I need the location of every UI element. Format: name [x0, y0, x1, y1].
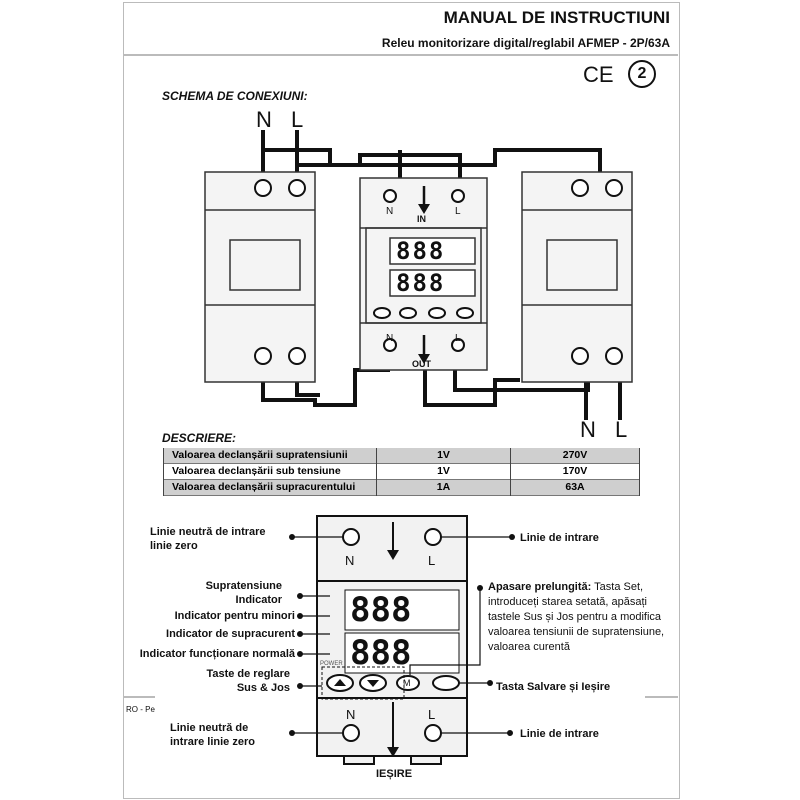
label-output: IEȘIRE [376, 768, 413, 780]
row-label: Valoarea declanșării supracurentului [163, 479, 377, 496]
row-max: 170V [510, 463, 640, 480]
device-n-top: N [345, 553, 355, 568]
row-max: 63A [510, 479, 640, 496]
long-press-text: Tasta Set, introduceți starea setată, ap… [488, 581, 665, 653]
footer-lang: RO - Pe [126, 705, 155, 714]
header-divider [123, 54, 678, 56]
device-l-bottom: L [428, 707, 436, 722]
relay-display-bottom-digits: 888 [396, 269, 446, 297]
label-overvoltage: Supratensiune Indicator [205, 580, 282, 606]
relay-out-label: OUT [412, 359, 431, 369]
label-adjust-keys: Taste de reglare Sus & Jos [206, 668, 290, 694]
bottom-l-label: L [615, 417, 628, 442]
long-press-title: Apasare prelungită: [488, 581, 592, 593]
long-press-note: Apasare prelungită: Tasta Set, introduce… [488, 580, 668, 655]
relay-n-in: N [386, 206, 394, 217]
section-connection-heading: SCHEMA DE CONEXIUNI: [162, 89, 308, 103]
top-l-label: L [291, 107, 304, 132]
ce-mark: CE [583, 62, 614, 87]
relay-display-bottom [389, 269, 476, 297]
relay-display-top-digits: 888 [396, 237, 446, 265]
section-description-heading: DESCRIERE: [162, 431, 237, 445]
relay-in-label: IN [417, 214, 426, 224]
label-out-line: Linie de intrare [520, 728, 599, 740]
relay-l-out: L [455, 333, 461, 344]
device-n-bottom: N [346, 707, 356, 722]
manual-title: MANUAL DE INSTRUCTIUNI [443, 8, 670, 27]
row-label: Valoarea declanșării sub tensiune [163, 463, 377, 480]
bottom-n-label: N [580, 417, 596, 442]
recycle-badge: 2 [628, 60, 656, 88]
right-output-wires [423, 360, 622, 420]
label-in-neutral: Linie neutră de intrare linie zero [150, 526, 266, 552]
m-key[interactable]: M [403, 678, 411, 688]
label-save-exit: Tasta Salvare și Ieșire [496, 681, 611, 693]
relay-l-in: L [455, 206, 461, 217]
power-label: POWER [320, 661, 343, 667]
row-max: 270V [510, 448, 640, 464]
relay-n-out: N [386, 333, 394, 344]
row-min: 1A [376, 479, 511, 496]
label-undervoltage: Indicator pentru minori [174, 610, 295, 622]
row-min: 1V [376, 463, 511, 480]
product-subtitle: Releu monitorizare digital/reglabil AFME… [381, 36, 670, 50]
top-n-label: N [256, 107, 272, 132]
device-l-top: L [428, 553, 436, 568]
row-min: 1V [376, 448, 511, 464]
label-normal: Indicator funcționare normală [139, 648, 295, 660]
row-label: Valoarea declanșării supratensiunii [163, 448, 377, 464]
page-frame [123, 2, 680, 799]
label-in-line: Linie de intrare [520, 532, 599, 544]
label-overcurrent: Indicator de supracurent [166, 628, 295, 640]
device-display-bottom: 888 [350, 633, 412, 673]
label-out-neutral: Linie neutră de intrare linie zero [170, 722, 255, 748]
relay-display-top [389, 237, 476, 265]
device-display-top: 888 [350, 590, 412, 630]
